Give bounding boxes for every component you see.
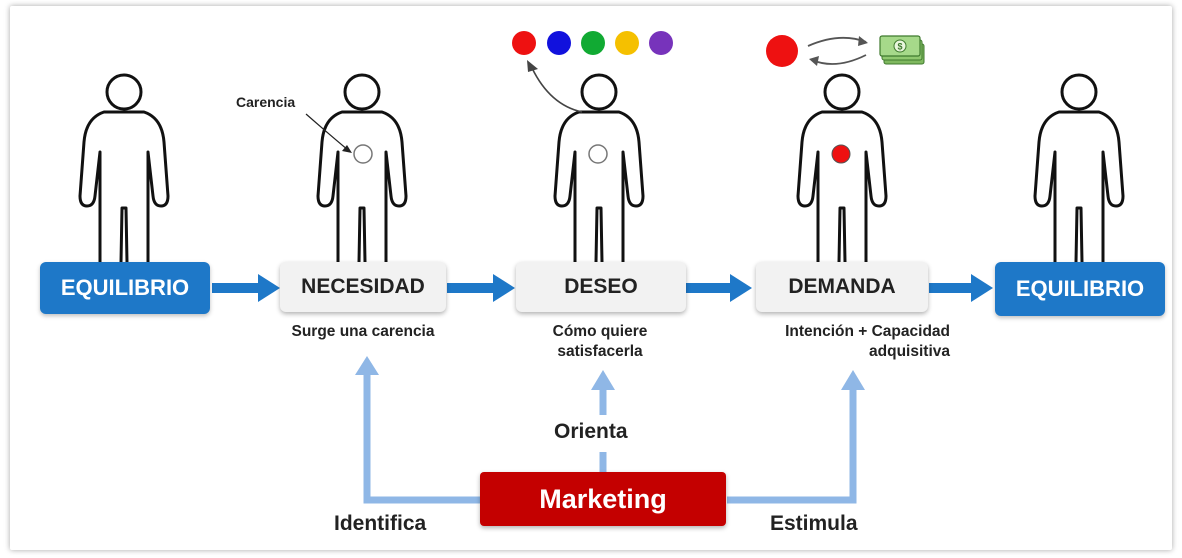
- equilibrio-start-label: EQUILIBRIO: [60, 275, 190, 300]
- marketing-box: Marketing: [480, 472, 726, 526]
- empty-desire-circle: [588, 144, 608, 164]
- deseo-box: DESEO: [516, 262, 686, 312]
- carencia-pointer: [305, 113, 349, 151]
- necesidad-description: Surge una carencia: [291, 323, 435, 340]
- orienta-label: Orienta: [554, 420, 628, 443]
- equilibrio-start-box: EQUILIBRIO: [40, 262, 210, 314]
- color-options: [512, 31, 673, 55]
- filled-demand-circle: [831, 144, 851, 164]
- necesidad-label: NECESIDAD: [301, 275, 425, 298]
- estimula-label: Estimula: [770, 512, 858, 535]
- flow-arrows: [212, 274, 993, 302]
- equilibrio-end-box: EQUILIBRIO: [995, 262, 1165, 316]
- options-pointer: [531, 67, 583, 113]
- marketing-label: Marketing: [539, 483, 667, 514]
- identifica-label: Identifica: [334, 512, 427, 535]
- deseo-label: DESEO: [564, 275, 638, 298]
- money-icon: $: [879, 35, 925, 65]
- deseo-description: Cómo quiere satisfacerla: [552, 323, 648, 360]
- svg-text:$: $: [897, 42, 902, 52]
- person-icon-equilibrio-end: [1033, 73, 1125, 274]
- equilibrio-end-label: EQUILIBRIO: [1015, 276, 1145, 301]
- person-icon-equilibrio-start: [78, 73, 170, 274]
- person-icon-necesidad: [316, 73, 408, 274]
- necesidad-box: NECESIDAD: [280, 262, 446, 312]
- exchange-arrows-icon: [807, 36, 868, 66]
- person-icon-deseo: [553, 73, 645, 274]
- person-icon-demanda: [796, 73, 888, 274]
- demanda-label: DEMANDA: [788, 275, 896, 298]
- demanda-description: Intención + Capacidad adquisitiva: [785, 323, 950, 360]
- carencia-annotation: Carencia: [236, 94, 296, 110]
- feedback-arrows: [355, 356, 865, 504]
- chosen-option-dot: [766, 35, 798, 67]
- demanda-box: DEMANDA: [756, 262, 928, 312]
- empty-need-circle: [353, 144, 373, 164]
